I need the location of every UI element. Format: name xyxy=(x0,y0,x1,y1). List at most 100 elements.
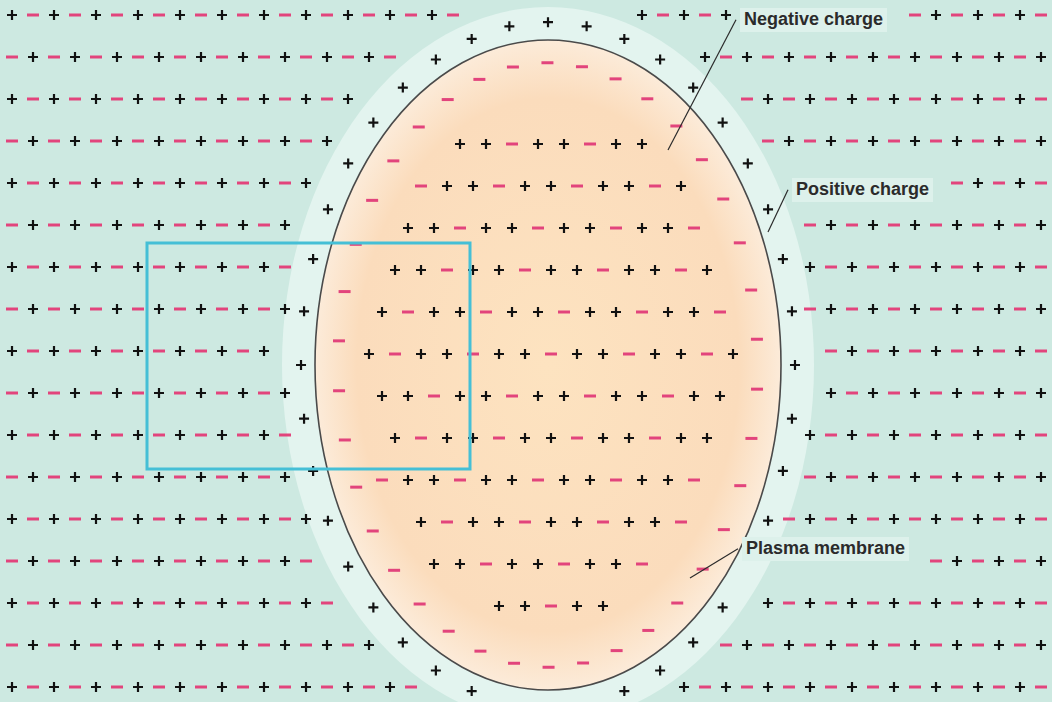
positive-charge xyxy=(572,601,582,611)
negative-charge xyxy=(6,560,18,563)
negative-charge xyxy=(111,266,123,269)
negative-charge xyxy=(993,686,1005,689)
negative-charge xyxy=(506,395,518,398)
positive-charge xyxy=(655,666,665,676)
positive-charge xyxy=(868,304,878,314)
positive-charge xyxy=(7,10,17,20)
positive-charge xyxy=(368,118,378,128)
positive-charge xyxy=(455,559,465,569)
negative-charge xyxy=(1035,602,1047,605)
negative-charge xyxy=(867,350,879,353)
positive-charge xyxy=(112,52,122,62)
negative-charge xyxy=(558,563,570,566)
positive-charge xyxy=(196,136,206,146)
positive-charge xyxy=(507,475,517,485)
positive-charge xyxy=(572,349,582,359)
positive-charge xyxy=(805,262,815,272)
positive-charge xyxy=(676,349,686,359)
negative-charge xyxy=(741,98,753,101)
negative-charge xyxy=(804,56,816,59)
negative-charge xyxy=(6,308,18,311)
negative-charge xyxy=(1035,518,1047,521)
positive-charge xyxy=(91,10,101,20)
positive-charge xyxy=(238,388,248,398)
charge-symbols xyxy=(6,10,1047,696)
negative-charge xyxy=(415,185,427,188)
negative-charge xyxy=(258,476,270,479)
positive-charge xyxy=(952,472,962,482)
negative-charge xyxy=(111,686,123,689)
positive-charge xyxy=(7,262,17,272)
positive-charge xyxy=(70,52,80,62)
positive-charge xyxy=(7,430,17,440)
positive-charge xyxy=(175,682,185,692)
positive-charge xyxy=(398,637,408,647)
negative-charge xyxy=(174,392,186,395)
negative-charge xyxy=(367,529,379,532)
positive-charge xyxy=(364,52,374,62)
positive-charge xyxy=(429,307,439,317)
positive-charge xyxy=(559,139,569,149)
positive-charge xyxy=(175,178,185,188)
positive-charge xyxy=(217,514,227,524)
negative-charge xyxy=(321,686,333,689)
positive-charge xyxy=(718,118,728,128)
negative-charge xyxy=(610,227,622,230)
negative-charge xyxy=(402,311,414,314)
negative-charge xyxy=(675,269,687,272)
negative-charge xyxy=(909,98,921,101)
positive-charge xyxy=(133,178,143,188)
negative-charge xyxy=(6,392,18,395)
positive-charge xyxy=(952,52,962,62)
positive-charge xyxy=(112,304,122,314)
negative-charge xyxy=(132,476,144,479)
negative-charge xyxy=(571,437,583,440)
negative-charge xyxy=(951,518,963,521)
negative-charge xyxy=(745,437,757,440)
negative-charge xyxy=(909,686,921,689)
negative-charge xyxy=(951,686,963,689)
negative-charge xyxy=(1014,560,1026,563)
negative-charge xyxy=(258,644,270,647)
positive-charge xyxy=(994,388,1004,398)
positive-charge xyxy=(308,254,318,264)
negative-charge xyxy=(27,518,39,521)
negative-charge xyxy=(671,602,683,605)
negative-charge xyxy=(376,479,388,482)
positive-charge xyxy=(301,10,311,20)
negative-charge xyxy=(888,644,900,647)
positive-charge xyxy=(763,598,773,608)
callout-label: Negative charge xyxy=(740,8,887,32)
positive-charge xyxy=(952,640,962,650)
negative-charge xyxy=(688,227,700,230)
negative-charge xyxy=(6,140,18,143)
positive-charge xyxy=(133,598,143,608)
negative-charge xyxy=(279,266,291,269)
negative-charge xyxy=(258,308,270,311)
positive-charge xyxy=(364,349,374,359)
positive-charge xyxy=(546,265,556,275)
negative-charge xyxy=(90,644,102,647)
negative-charge xyxy=(1014,224,1026,227)
negative-charge xyxy=(1035,266,1047,269)
positive-charge xyxy=(133,10,143,20)
negative-charge xyxy=(153,98,165,101)
positive-charge xyxy=(112,556,122,566)
positive-charge xyxy=(1015,178,1025,188)
positive-charge xyxy=(259,682,269,692)
positive-charge xyxy=(322,52,332,62)
negative-charge xyxy=(610,479,622,482)
negative-charge xyxy=(237,602,249,605)
negative-charge xyxy=(519,521,531,524)
negative-charge xyxy=(132,224,144,227)
positive-charge xyxy=(28,136,38,146)
negative-charge xyxy=(300,140,312,143)
positive-charge xyxy=(994,556,1004,566)
negative-charge xyxy=(611,649,623,652)
negative-charge xyxy=(69,434,81,437)
positive-charge xyxy=(7,682,17,692)
positive-charge xyxy=(507,223,517,233)
positive-charge xyxy=(429,223,439,233)
positive-charge xyxy=(91,346,101,356)
